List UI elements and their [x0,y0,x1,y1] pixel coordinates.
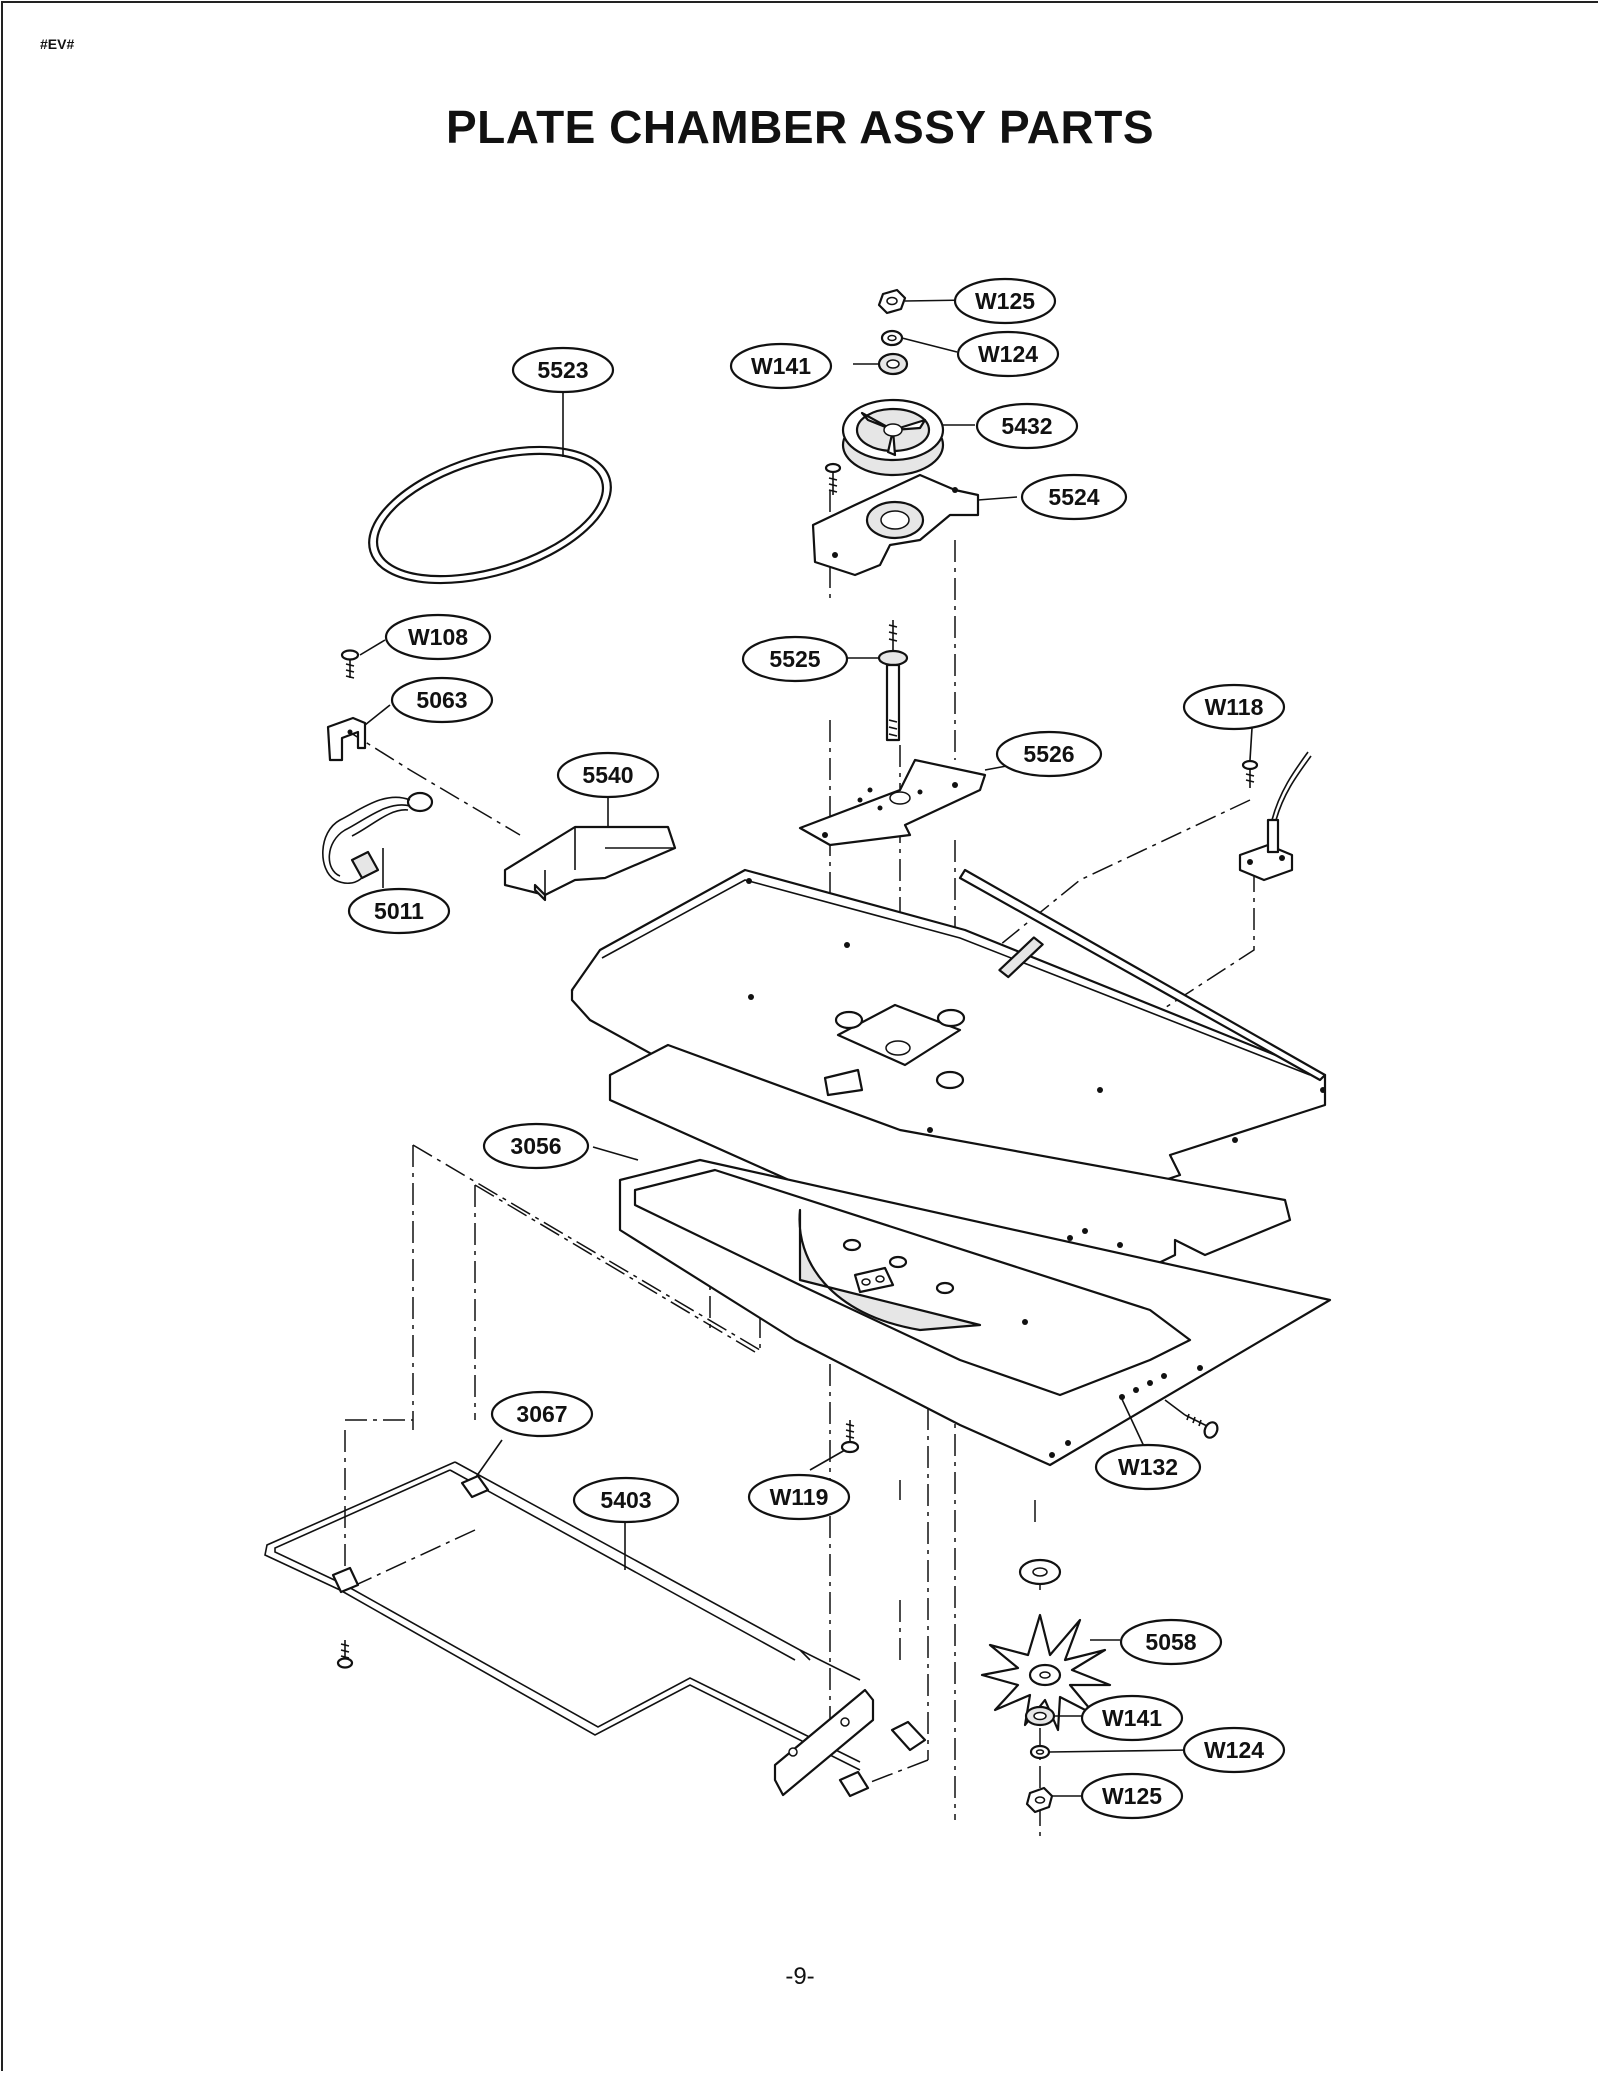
plate-5526 [798,758,1013,847]
screw-w118 [1241,727,1259,788]
callout-label: 5011 [374,898,424,924]
bracket-5063 [326,704,391,762]
callout-5540: 5540 [556,751,660,799]
callout-5011: 5011 [347,887,451,935]
callout-w141-bottom: W141 [1080,1694,1184,1742]
callout-w125-top: W125 [953,277,1057,325]
nut-w125-top [877,288,971,315]
callout-label: W118 [1205,694,1264,720]
coupler-5432 [841,398,975,477]
callout-5058: 5058 [1119,1618,1223,1666]
callout-3056: 3056 [482,1122,590,1170]
washer-w124-bottom [1029,1744,1191,1760]
spacer-5058 [1018,1558,1062,1586]
callout-label: W141 [1102,1705,1162,1731]
callout-w141-top: W141 [729,342,833,390]
callout-5432: 5432 [975,402,1079,450]
callout-w124-bottom: W124 [1182,1726,1286,1774]
callout-label: W124 [1204,1737,1264,1763]
callout-label: 5526 [1023,741,1074,767]
callout-label: 5058 [1145,1629,1196,1655]
screw-w119 [809,1420,860,1471]
callout-label: W125 [975,288,1035,314]
thermal-sensor-5011 [322,791,434,888]
callout-5403: 5403 [572,1476,680,1524]
callout-label: 5403 [600,1487,651,1513]
washer-w141-top [853,352,909,376]
gasket-5523 [368,390,612,585]
callout-label: 5525 [769,646,820,672]
heater-element-5403 [264,1439,927,1798]
callout-3067: 3067 [490,1390,594,1438]
lower-plate [618,1158,1332,1467]
header-code: #EV# [40,36,75,52]
callout-label: 3067 [516,1401,567,1427]
callout-w124-top: W124 [956,330,1060,378]
callout-w125-bottom: W125 [1080,1772,1184,1820]
callout-label: 5524 [1048,484,1099,510]
screw-heater [336,1640,354,1669]
fan-5058 [980,1613,1120,1732]
callout-5524: 5524 [1020,473,1128,521]
page-number: -9- [785,1963,815,1990]
callout-label: 3056 [510,1133,561,1159]
callout-5526: 5526 [995,730,1103,778]
callout-label: W125 [1102,1783,1162,1809]
callout-label: 5540 [582,762,633,788]
callout-label: 5432 [1001,413,1052,439]
motor-bracket-5524 [811,473,1018,577]
callout-label: W141 [751,353,811,379]
washer-w141-bottom [1024,1705,1082,1727]
duct-5540 [503,790,677,902]
shaft-5525 [845,620,909,742]
callout-w119: W119 [747,1473,851,1521]
callout-label: W124 [978,341,1038,367]
callout-5525: 5525 [741,635,849,683]
page-title: PLATE CHAMBER ASSY PARTS [445,101,1155,153]
callout-label: W132 [1118,1454,1178,1480]
sensor-bracket-w118 [1238,751,1312,882]
screw-w108 [340,639,386,679]
callout-w108: W108 [384,613,492,661]
callout-label: 5063 [416,687,467,713]
callout-label: W119 [770,1484,829,1510]
callout-5063: 5063 [390,676,494,724]
callout-5523: 5523 [511,346,615,394]
nut-w125-bottom [1025,1786,1082,1814]
callout-label: W108 [408,624,468,650]
washer-w124-top [880,329,958,353]
callout-w118: W118 [1182,683,1286,731]
callout-label: 5523 [537,357,588,383]
callout-w132: W132 [1094,1443,1202,1491]
screw-bracket [824,462,842,495]
